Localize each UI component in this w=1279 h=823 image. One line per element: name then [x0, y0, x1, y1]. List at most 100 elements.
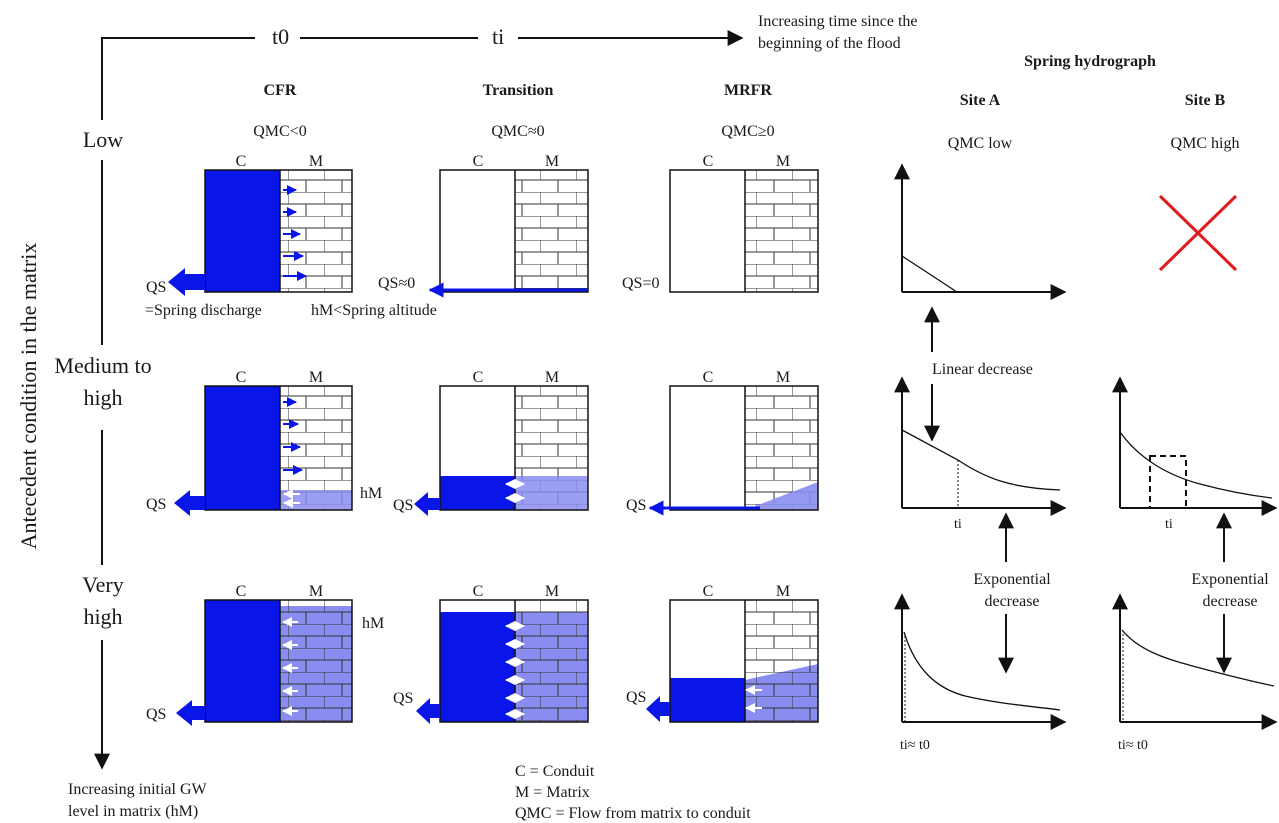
time-note-line2: beginning of the flood [758, 35, 901, 52]
box-label-c: C [473, 153, 484, 170]
site-b-label: Site B [1185, 92, 1226, 109]
ti-tick: ti [1165, 517, 1173, 532]
box-label-m: M [309, 583, 323, 600]
linear-decrease-label: Linear decrease [932, 361, 1033, 378]
gw-axis: Antecedent condition in the matrix Incre… [16, 160, 208, 820]
box-mrfr-low: C M QS=0 [622, 153, 819, 293]
site-b-qmc: QMC high [1171, 135, 1240, 152]
box-transition-low: C M QS≈0 [378, 153, 589, 298]
qs-label: QS [626, 689, 646, 706]
qs-label: QS [393, 690, 413, 707]
hydrograph-curve [901, 255, 958, 293]
site-a-label: Site A [960, 92, 1001, 109]
box-label-m: M [309, 369, 323, 386]
col-qmc-cfr: QMC<0 [253, 123, 306, 140]
spring-discharge-note: =Spring discharge [145, 302, 262, 319]
qs-label: QS [146, 279, 166, 296]
conduit-water [440, 612, 515, 722]
box-label-c: C [236, 153, 247, 170]
qs-zero-label: QS=0 [622, 275, 659, 292]
hydrograph-b-veryhigh: ti≈ t0 [1112, 593, 1278, 753]
time-note-line1: Increasing time since the [758, 13, 918, 30]
discharge-arrow [176, 700, 205, 726]
row-label-medium-line1: Medium to [54, 353, 151, 378]
cross-icon [1158, 194, 1238, 272]
hydrograph-curve [1119, 431, 1273, 499]
box-transition-medium: C M QS [393, 369, 589, 516]
box-label-c: C [703, 153, 714, 170]
box-mrfr-medium: C M QS [626, 369, 819, 516]
col-title-transition: Transition [483, 82, 554, 99]
legend-matrix: M = Matrix [515, 784, 590, 801]
box-label-m: M [309, 153, 323, 170]
matrix-water [515, 476, 588, 510]
hydrograph-a-veryhigh: ti≈ t0 [894, 593, 1067, 753]
conduit-water [205, 170, 280, 292]
box-label-c: C [703, 369, 714, 386]
ti-label: ti [492, 24, 504, 49]
legend: C = Conduit M = Matrix QMC = Flow from m… [515, 763, 751, 822]
box-cfr-medium: C M QS hM [146, 369, 382, 516]
box-label-c: C [703, 583, 714, 600]
discharge-arrow [416, 698, 440, 724]
conduit-water [440, 476, 515, 510]
hm-spring-note: hM<Spring altitude [311, 302, 437, 319]
gw-axis-title: Antecedent condition in the matrix [16, 243, 41, 550]
row-label-very-line1: Very [82, 572, 124, 597]
box-label-c: C [473, 369, 484, 386]
conduit-water [670, 678, 745, 722]
hydrograph-a-low [894, 163, 1067, 300]
col-qmc-transition: QMC≈0 [491, 123, 544, 140]
exp-label-b-line2: decrease [1202, 593, 1257, 610]
box-label-m: M [776, 153, 790, 170]
qs-label: QS [146, 496, 166, 513]
matrix-water [745, 482, 818, 510]
legend-conduit: C = Conduit [515, 763, 595, 780]
box-cfr-veryhigh: C M QS hM [146, 583, 384, 726]
ti-tick: ti [954, 517, 962, 532]
legend-qmc: QMC = Flow from matrix to conduit [515, 805, 751, 822]
discharge-arrow [168, 268, 205, 296]
hydrograph-curve [901, 429, 1061, 491]
hm-label: hM [362, 615, 384, 632]
col-qmc-mrfr: QMC≥0 [721, 123, 774, 140]
hydrograph-curve [1121, 629, 1275, 687]
box-label-m: M [545, 153, 559, 170]
time-axis: t0 ti Increasing time since the beginnin… [101, 13, 918, 120]
ti-approx-t0: ti≈ t0 [1118, 738, 1148, 753]
box-transition-veryhigh: C M QS [393, 583, 589, 724]
gw-note-line2: level in matrix (hM) [68, 803, 198, 820]
row-label-very-line2: high [83, 604, 122, 629]
gw-note-line1: Increasing initial GW [68, 781, 208, 798]
qs-approx-zero-label: QS≈0 [378, 275, 415, 292]
qs-label: QS [393, 497, 413, 514]
discharge-arrow [174, 490, 205, 516]
qs-label: QS [146, 706, 166, 723]
dashed-box [1149, 455, 1187, 509]
discharge-arrow [414, 492, 440, 516]
site-a-qmc: QMC low [948, 135, 1013, 152]
hydrograph-a-medium: ti [894, 376, 1067, 532]
box-label-c: C [236, 369, 247, 386]
ti-approx-t0: ti≈ t0 [900, 738, 930, 753]
box-label-c: C [473, 583, 484, 600]
row-label-medium-line2: high [83, 385, 122, 410]
box-label-m: M [776, 369, 790, 386]
exp-label-b-line1: Exponential [1191, 571, 1269, 588]
discharge-arrow [646, 696, 670, 722]
box-cfr-low: C M QS =Spring discharge hM<Spring altit… [145, 153, 437, 319]
hydrograph-b-medium: ti [1112, 376, 1278, 532]
hydrograph-curve [903, 631, 1061, 711]
time-axis-corner [101, 37, 255, 120]
conduit-water [205, 386, 280, 510]
hydrograph-title: Spring hydrograph [1024, 53, 1156, 70]
qs-label: QS [626, 497, 646, 514]
exp-label-a-line2: decrease [984, 593, 1039, 610]
box-label-c: C [236, 583, 247, 600]
box-label-m: M [545, 369, 559, 386]
box-mrfr-veryhigh: C M QS [626, 583, 819, 723]
t0-label: t0 [272, 24, 289, 49]
col-title-mrfr: MRFR [724, 82, 772, 99]
row-label-low: Low [83, 127, 123, 152]
